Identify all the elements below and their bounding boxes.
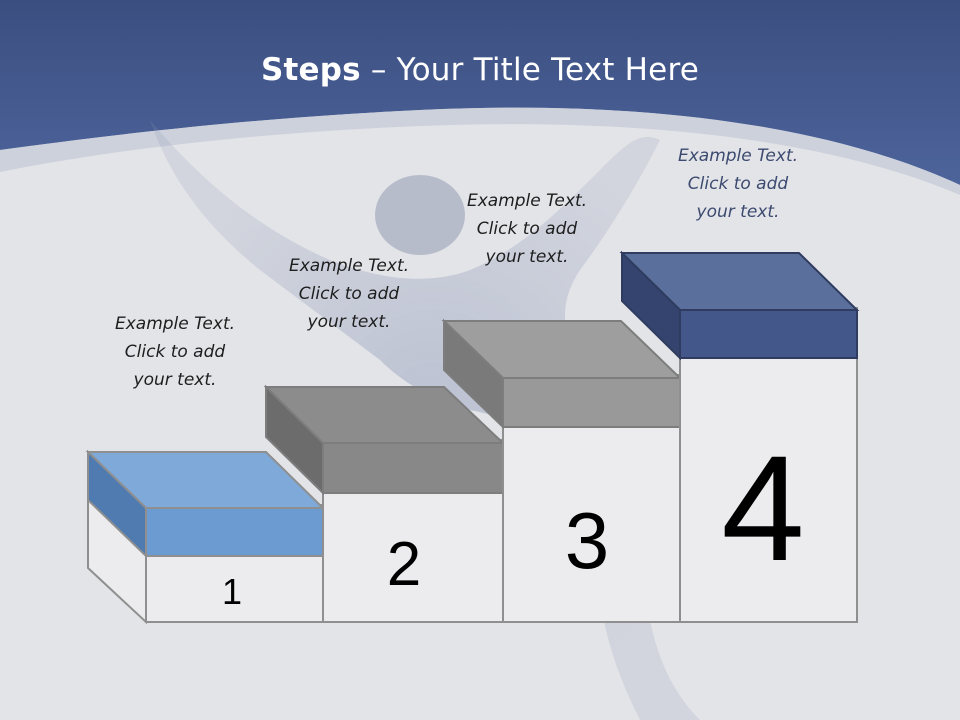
- step-3-block-front: [502, 377, 681, 428]
- step-1[interactable]: 1: [85, 449, 326, 625]
- step-2-caption-line2: Click to add: [298, 284, 400, 304]
- step-2-caption-line3: your text.: [307, 312, 391, 332]
- step-4-caption[interactable]: Example Text. Click to add your text.: [643, 142, 833, 226]
- step-4-base-front: [679, 307, 858, 623]
- step-3-caption-line3: your text.: [485, 247, 569, 267]
- step-4-caption-line2: Click to add: [687, 174, 789, 194]
- step-3-caption[interactable]: Example Text. Click to add your text.: [432, 187, 622, 271]
- step-2-caption[interactable]: Example Text. Click to add your text.: [254, 252, 444, 336]
- step-1-caption-line2: Click to add: [124, 342, 226, 362]
- step-4-caption-line1: Example Text.: [677, 146, 799, 166]
- step-4-caption-line3: your text.: [696, 202, 780, 222]
- step-1-caption-line3: your text.: [133, 370, 217, 390]
- step-1-caption[interactable]: Example Text. Click to add your text.: [80, 310, 270, 394]
- step-2-number: 2: [387, 530, 421, 599]
- step-3-number: 3: [565, 496, 610, 585]
- header-arc: [0, 107, 960, 195]
- step-4-block-front: [679, 309, 858, 359]
- header-band: [0, 0, 960, 185]
- dancer-silhouette: [150, 120, 719, 720]
- step-2-block-front: [322, 442, 504, 494]
- step-3-caption-line1: Example Text.: [466, 191, 588, 211]
- step-2[interactable]: 2: [263, 384, 506, 623]
- step-1-caption-line1: Example Text.: [114, 314, 236, 334]
- title-bold: Steps: [260, 52, 361, 88]
- step-1-block-front: [145, 507, 324, 557]
- step-2-caption-line1: Example Text.: [288, 256, 410, 276]
- title-rest: – Your Title Text Here: [360, 52, 699, 88]
- step-4-number: 4: [721, 424, 804, 592]
- slide-title[interactable]: Steps – Your Title Text Here: [0, 52, 960, 88]
- step-1-number: 1: [222, 571, 242, 612]
- step-4[interactable]: 4: [619, 250, 860, 623]
- step-3-caption-line2: Click to add: [476, 219, 578, 239]
